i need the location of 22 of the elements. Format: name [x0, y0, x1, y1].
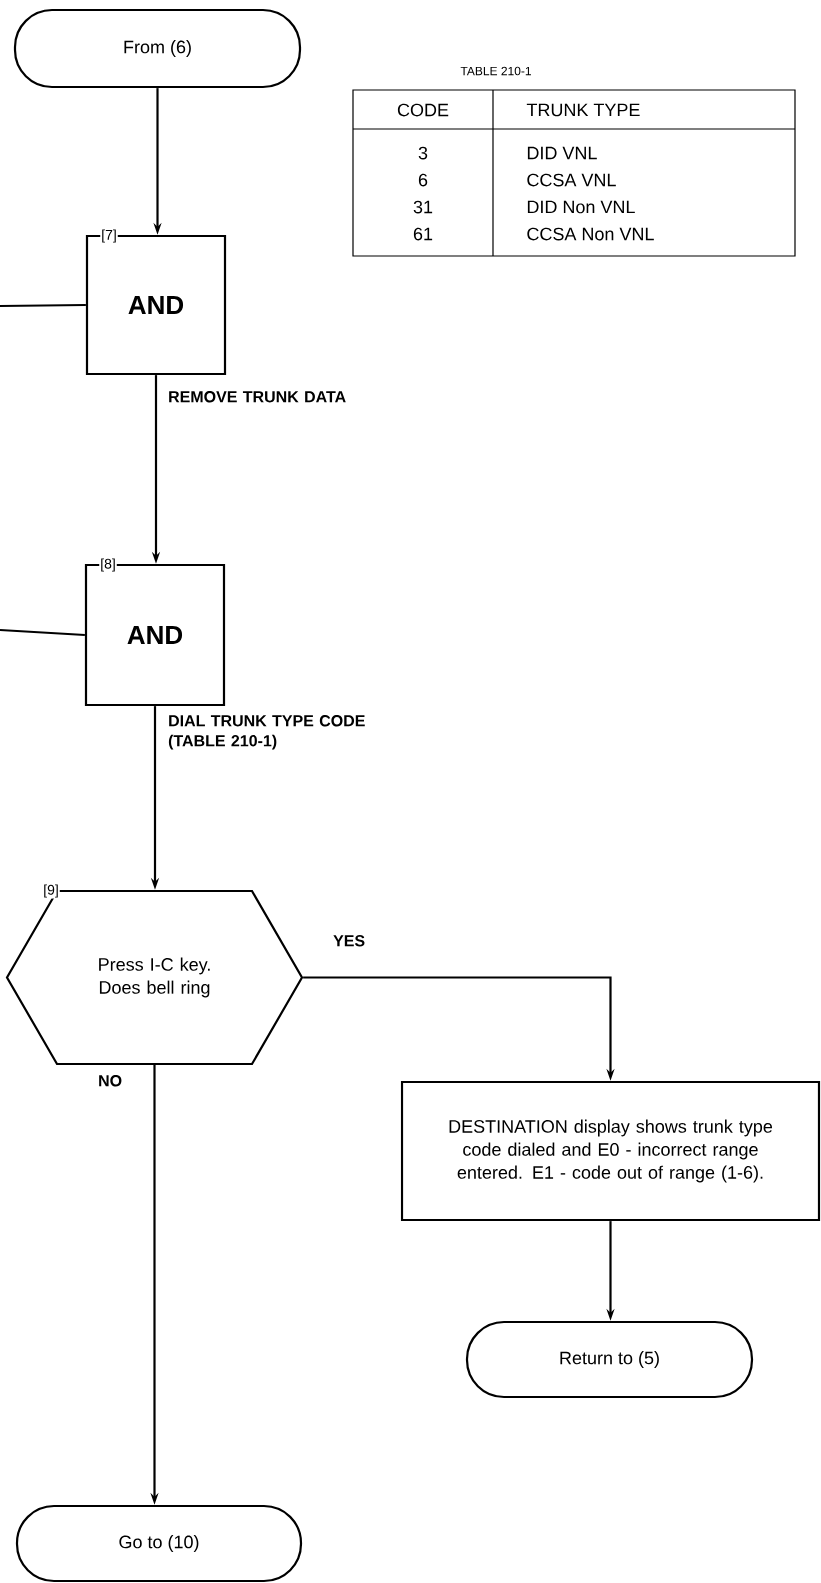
table-cell: 3 — [418, 146, 428, 160]
table-cell: DID VNL — [527, 146, 597, 160]
table-title: TABLE 210-1 — [460, 66, 531, 76]
terminal-box: From (6) — [13, 8, 302, 89]
table-cell: CODE — [397, 103, 449, 117]
terminal-box: Return to (5) — [465, 1320, 754, 1399]
edge-label: REMOVE TRUNK DATA — [169, 391, 346, 403]
table-cell: 6 — [418, 173, 428, 187]
step-number: [7] — [100, 228, 118, 244]
table-cell: CCSA Non VNL — [527, 227, 654, 241]
step-number: [8] — [99, 557, 117, 573]
edge-label: YES — [333, 935, 365, 947]
edge-label: DIAL TRUNK TYPE CODE (TABLE 210-1) — [168, 715, 365, 750]
process-box: DESTINATION display shows trunk type code dialed and E0 - incorrect range entered. E1 - code out of range (1-6). — [400, 1080, 821, 1222]
edge-label: NO — [99, 1075, 122, 1087]
step-number: [9] — [42, 883, 60, 899]
table-cell: DID Non VNL — [527, 200, 635, 214]
table-cell: CCSA VNL — [527, 173, 616, 187]
terminal-box: Go to (10) — [15, 1504, 303, 1583]
table-cell: 31 — [413, 200, 433, 214]
table-cell: 61 — [413, 227, 433, 241]
table-cell: TRUNK TYPE — [526, 103, 640, 117]
